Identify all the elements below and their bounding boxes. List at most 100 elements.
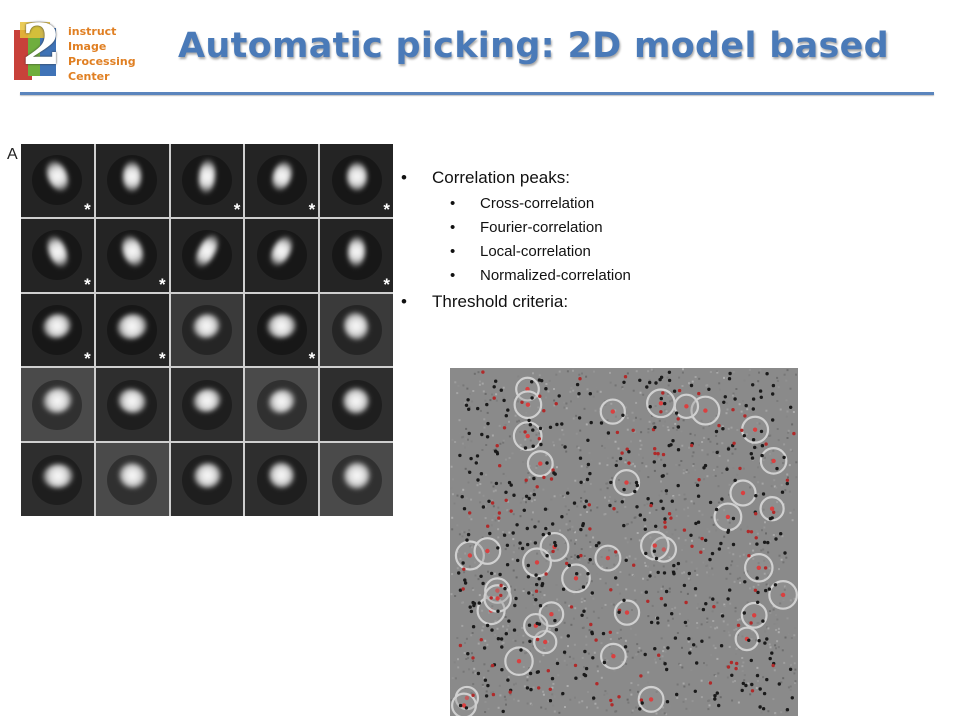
noise-speck <box>737 701 740 704</box>
noise-speck <box>474 672 477 675</box>
noise-speck <box>564 706 566 708</box>
noise-speck <box>605 482 608 485</box>
accepted-pick-marker <box>520 400 524 404</box>
accepted-pick-marker <box>729 660 734 665</box>
class-average-tile <box>320 368 393 442</box>
noise-speck <box>584 607 587 610</box>
accepted-pick-marker <box>752 427 758 432</box>
candidate-pick-marker <box>485 623 490 628</box>
noise-speck <box>617 517 619 520</box>
noise-speck <box>641 462 644 465</box>
noise-speck <box>458 432 461 435</box>
noise-speck <box>782 677 785 680</box>
noise-speck <box>481 609 484 612</box>
noise-speck <box>583 480 585 483</box>
noise-speck <box>749 486 752 489</box>
candidate-pick-marker <box>499 388 503 392</box>
noise-speck <box>518 547 520 550</box>
noise-speck <box>647 565 650 568</box>
noise-speck <box>481 382 484 385</box>
noise-speck <box>691 637 693 640</box>
candidate-pick-marker <box>624 558 628 562</box>
noise-speck <box>483 663 486 666</box>
candidate-pick-marker <box>643 652 647 657</box>
noise-speck <box>485 444 488 446</box>
accepted-pick-marker <box>632 563 636 567</box>
noise-speck <box>485 690 488 693</box>
noise-speck <box>780 711 783 714</box>
noise-speck <box>748 374 751 377</box>
noise-speck <box>683 508 686 511</box>
candidate-pick-marker <box>538 604 543 608</box>
class-average-tile <box>95 144 169 217</box>
candidate-pick-marker <box>504 490 508 494</box>
accepted-pick-marker <box>495 596 500 601</box>
noise-speck <box>764 630 767 633</box>
noise-speck <box>584 556 587 559</box>
candidate-pick-marker <box>717 547 722 551</box>
noise-speck <box>484 392 487 395</box>
accepted-pick-marker <box>614 550 618 554</box>
candidate-pick-marker <box>485 402 489 407</box>
noise-speck <box>786 617 789 620</box>
noise-speck <box>519 501 522 504</box>
noise-speck <box>776 400 779 402</box>
noise-speck <box>648 511 651 514</box>
noise-speck <box>779 593 782 596</box>
noise-speck <box>657 590 660 593</box>
candidate-pick-marker <box>645 385 649 389</box>
noise-speck <box>544 707 547 710</box>
logo-line-4: Center <box>68 70 110 83</box>
noise-speck <box>581 656 584 659</box>
noise-speck <box>631 711 634 714</box>
noise-speck <box>609 496 611 498</box>
candidate-pick-marker <box>704 538 708 542</box>
noise-speck <box>587 691 589 693</box>
noise-speck <box>731 560 734 563</box>
noise-speck <box>601 607 604 609</box>
candidate-pick-marker <box>760 453 764 458</box>
noise-speck <box>521 497 524 500</box>
noise-speck <box>681 646 683 649</box>
candidate-pick-marker <box>494 481 499 486</box>
class-average-tile <box>95 443 169 516</box>
noise-speck <box>513 597 516 600</box>
noise-speck <box>616 553 619 556</box>
noise-speck <box>615 710 618 713</box>
candidate-pick-marker <box>530 396 534 400</box>
noise-speck <box>727 427 730 430</box>
noise-speck <box>617 479 620 481</box>
noise-speck <box>635 401 638 404</box>
noise-speck <box>689 432 692 435</box>
noise-speck <box>698 536 701 539</box>
noise-speck <box>766 629 769 632</box>
candidate-pick-marker <box>676 483 680 488</box>
noise-speck <box>578 373 581 376</box>
noise-speck <box>671 570 674 572</box>
noise-speck <box>734 680 736 682</box>
accepted-pick-marker <box>738 466 742 471</box>
noise-speck <box>728 521 731 524</box>
accepted-pick-marker <box>609 588 613 592</box>
noise-speck <box>539 660 541 663</box>
accepted-pick-marker <box>497 516 501 520</box>
noise-speck <box>687 506 689 509</box>
noise-speck <box>738 576 741 579</box>
candidate-pick-marker <box>777 682 781 686</box>
candidate-pick-marker <box>614 576 618 580</box>
noise-speck <box>479 380 481 383</box>
noise-speck <box>698 607 701 610</box>
noise-speck <box>651 604 654 607</box>
noise-speck <box>732 371 735 373</box>
noise-speck <box>523 498 526 501</box>
candidate-pick-marker <box>561 587 566 591</box>
accepted-pick-marker <box>490 501 495 505</box>
candidate-pick-marker <box>479 574 483 578</box>
candidate-pick-marker <box>715 450 719 455</box>
noise-speck <box>502 532 505 535</box>
noise-speck <box>592 610 595 613</box>
noise-speck <box>694 481 697 484</box>
accepted-pick-marker <box>750 689 755 693</box>
candidate-pick-marker <box>759 429 764 434</box>
noise-speck <box>729 602 732 605</box>
